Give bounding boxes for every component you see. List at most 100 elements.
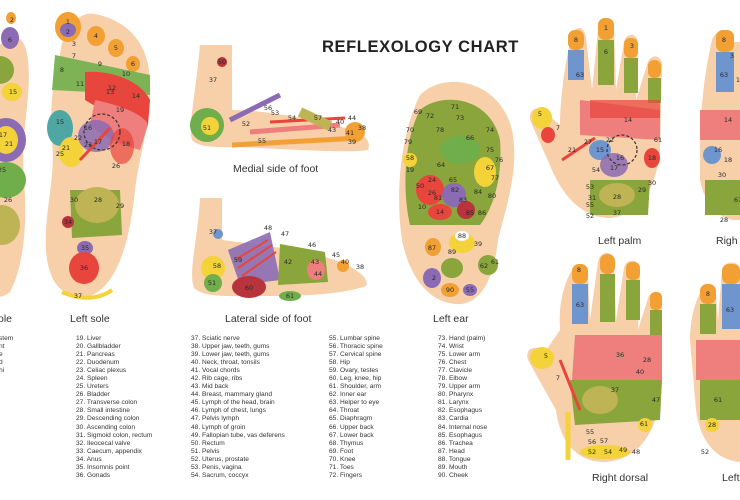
zone-number: 88 bbox=[458, 232, 466, 240]
legend-entry: 71. Toes bbox=[329, 463, 354, 471]
legend-entry: 88. Tongue bbox=[438, 455, 471, 463]
zone-number: 50 bbox=[416, 182, 424, 190]
legend-entry: 78. Elbow bbox=[438, 375, 467, 383]
legend-entry: 53. Penis, vagina bbox=[191, 463, 242, 471]
zone-number: 38 bbox=[356, 263, 364, 271]
legend-entry: 62. Inner ear bbox=[329, 391, 367, 399]
zone-number: 2 bbox=[66, 28, 70, 36]
zone-number: 48 bbox=[632, 448, 640, 456]
legend-entry: 20. Gallbladder bbox=[76, 343, 121, 351]
zone-number: 45 bbox=[332, 251, 340, 259]
legend-entry: 76. Chest bbox=[438, 359, 467, 367]
zone-number: 35 bbox=[81, 244, 89, 252]
right-sole bbox=[0, 12, 29, 297]
zone-number: 41 bbox=[346, 129, 354, 137]
caption-lateral-foot: Lateral side of foot bbox=[225, 313, 312, 325]
lateral-foot bbox=[192, 198, 367, 301]
legend-entry: 46. Lymph of chest, lungs bbox=[191, 407, 266, 415]
legend-entry: 90. Cheek bbox=[438, 471, 469, 479]
legend-entry: 25. Ureters bbox=[76, 383, 109, 391]
zone-number: 5 bbox=[114, 44, 118, 52]
zone-number: 16 bbox=[616, 154, 624, 162]
zone-number: 64 bbox=[437, 161, 445, 169]
zone-number: 59 bbox=[234, 256, 242, 264]
zone-number: 56 bbox=[588, 438, 596, 446]
zone-number: 28 bbox=[643, 356, 651, 364]
zone-number: 40 bbox=[341, 258, 349, 266]
zone-number: 83 bbox=[459, 196, 467, 204]
zone-number: 30 bbox=[718, 171, 726, 179]
legend-entry: stem bbox=[0, 335, 14, 342]
zone-number: 62 bbox=[480, 262, 488, 270]
zone-number: 90 bbox=[446, 286, 454, 294]
legend-entry: nt bbox=[0, 343, 5, 351]
zone-number: 18 bbox=[724, 156, 732, 164]
legend-entry: 66. Upper back bbox=[329, 423, 374, 431]
zone-number: 61 bbox=[714, 396, 722, 404]
zone-number: 7 bbox=[556, 374, 560, 382]
legend-entry: 48. Lymph of groin bbox=[191, 423, 246, 431]
legend-entry: 73. Hand (palm) bbox=[438, 335, 486, 342]
zone-number: 10 bbox=[418, 203, 426, 211]
legend-entry: 55. Lumbar spine bbox=[329, 335, 380, 342]
legend-entry: 23. Celiac plexus bbox=[76, 367, 127, 375]
zone-number: 18 bbox=[122, 140, 130, 148]
caption-right-sole: ole bbox=[0, 313, 13, 325]
zone-number: 57 bbox=[600, 437, 608, 445]
left-ear bbox=[399, 81, 515, 305]
zone-number: 36 bbox=[616, 351, 624, 359]
zone-number: 28 bbox=[94, 196, 102, 204]
chart-title: REFLEXOLOGY CHART bbox=[322, 38, 519, 56]
legend-entry: 41. Vocal chords bbox=[191, 367, 240, 375]
zone-number: 11 bbox=[76, 80, 84, 88]
zone-number: 7 bbox=[556, 124, 560, 132]
zone-number: 37 bbox=[611, 386, 619, 394]
left-sole bbox=[45, 12, 151, 300]
zone-number: 82 bbox=[451, 186, 459, 194]
zone-number: 40 bbox=[636, 368, 644, 376]
legend-entry: 60. Leg, knee, hip bbox=[329, 375, 382, 383]
legend-entry: 61. Shoulder, arm bbox=[329, 383, 382, 391]
legend-entry: 38. Upper jaw, teeth, gums bbox=[191, 343, 270, 351]
zone-number: 54 bbox=[592, 166, 600, 174]
zone-number: 72 bbox=[426, 112, 434, 120]
legend-entry: 29. Descending colon bbox=[76, 415, 140, 423]
zone-number: 66 bbox=[466, 134, 474, 142]
zone-number: 78 bbox=[436, 126, 444, 134]
legend-entry: 42. Rib cage, ribs bbox=[191, 375, 243, 383]
zone-number: 46 bbox=[308, 241, 316, 249]
legend-entry: 69. Foot bbox=[329, 447, 354, 455]
legend-entry: 58. Hip bbox=[329, 359, 350, 367]
legend-entry: 39. Lower jaw, teeth, gums bbox=[191, 351, 270, 359]
zone-number: 24 bbox=[428, 176, 436, 184]
zone-number: 65 bbox=[449, 176, 457, 184]
zone-number: 29 bbox=[638, 186, 646, 194]
zone-number: 17 bbox=[610, 164, 618, 172]
zone-number: 25 bbox=[56, 150, 64, 158]
caption-left-dorsal: Left bbox=[722, 472, 740, 484]
zone-number: 2 bbox=[10, 16, 14, 24]
left-dorsal bbox=[690, 262, 740, 462]
zone-number: 61 bbox=[654, 136, 662, 144]
zone-number: 48 bbox=[264, 224, 272, 232]
legend-entry: e bbox=[0, 351, 3, 359]
zone-number: 37 bbox=[613, 209, 621, 217]
legend-entry: 65. Diaphragm bbox=[329, 415, 373, 423]
legend-entry: 86. Trachea bbox=[438, 439, 473, 447]
caption-medial-foot: Medial side of foot bbox=[233, 163, 319, 175]
legend-entry: 52. Uterus, prostate bbox=[191, 455, 249, 463]
zone-number: 16 bbox=[714, 146, 722, 154]
legend-entry: hi bbox=[0, 367, 5, 375]
legend-entry: 40. Neck, throat, tonsils bbox=[191, 359, 260, 367]
zone-number: 21 bbox=[568, 146, 576, 154]
legend-entry: d bbox=[0, 359, 3, 367]
zone-number: 55 bbox=[586, 201, 594, 209]
caption-left-palm: Left palm bbox=[598, 235, 642, 247]
zone-number: 14 bbox=[436, 208, 444, 216]
zone-number: 21 bbox=[5, 140, 13, 148]
zone-number: 15 bbox=[596, 146, 604, 154]
zone-number: 3 bbox=[72, 40, 76, 48]
legend-entry: 51. Pelvis bbox=[191, 447, 220, 455]
legend-entry: 67. Lower back bbox=[329, 431, 374, 439]
